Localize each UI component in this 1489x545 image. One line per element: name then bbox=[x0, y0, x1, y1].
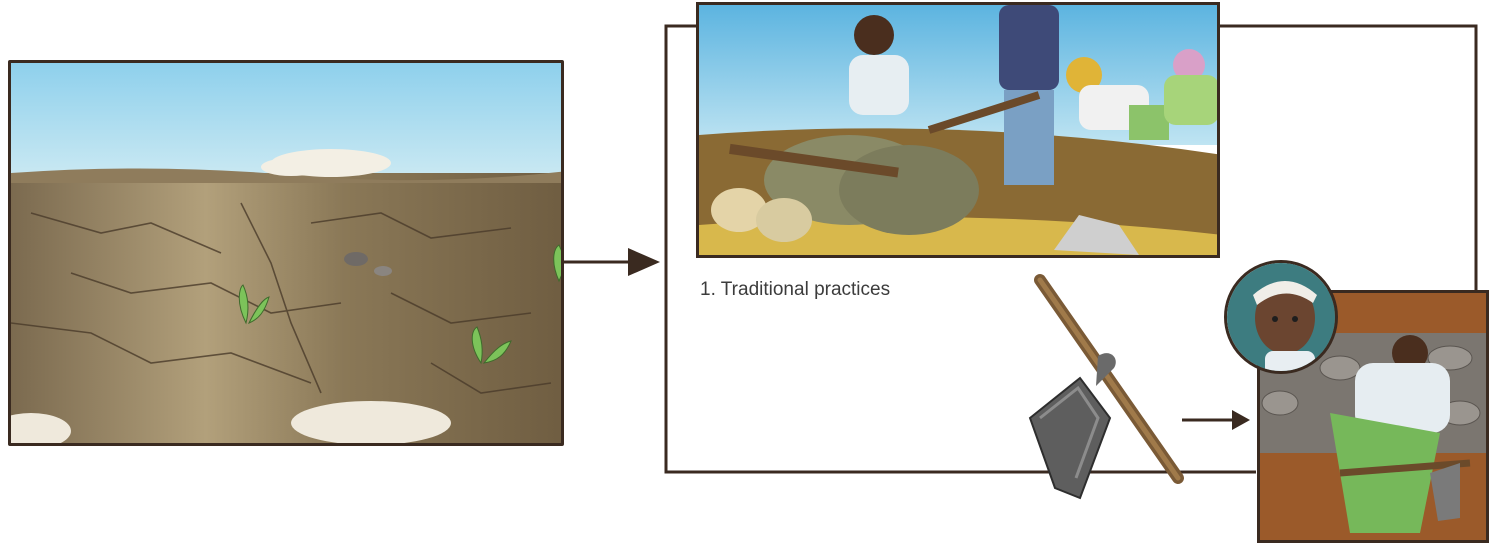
hoe-icon bbox=[1028, 274, 1184, 500]
worried-woman-portrait bbox=[1224, 260, 1338, 374]
dry-land-illustration bbox=[8, 60, 564, 446]
woman-digging-illustration bbox=[1257, 290, 1489, 543]
caption-traditional-practices: 1. Traditional practices bbox=[700, 279, 891, 300]
ploughing-illustration bbox=[696, 2, 1220, 258]
